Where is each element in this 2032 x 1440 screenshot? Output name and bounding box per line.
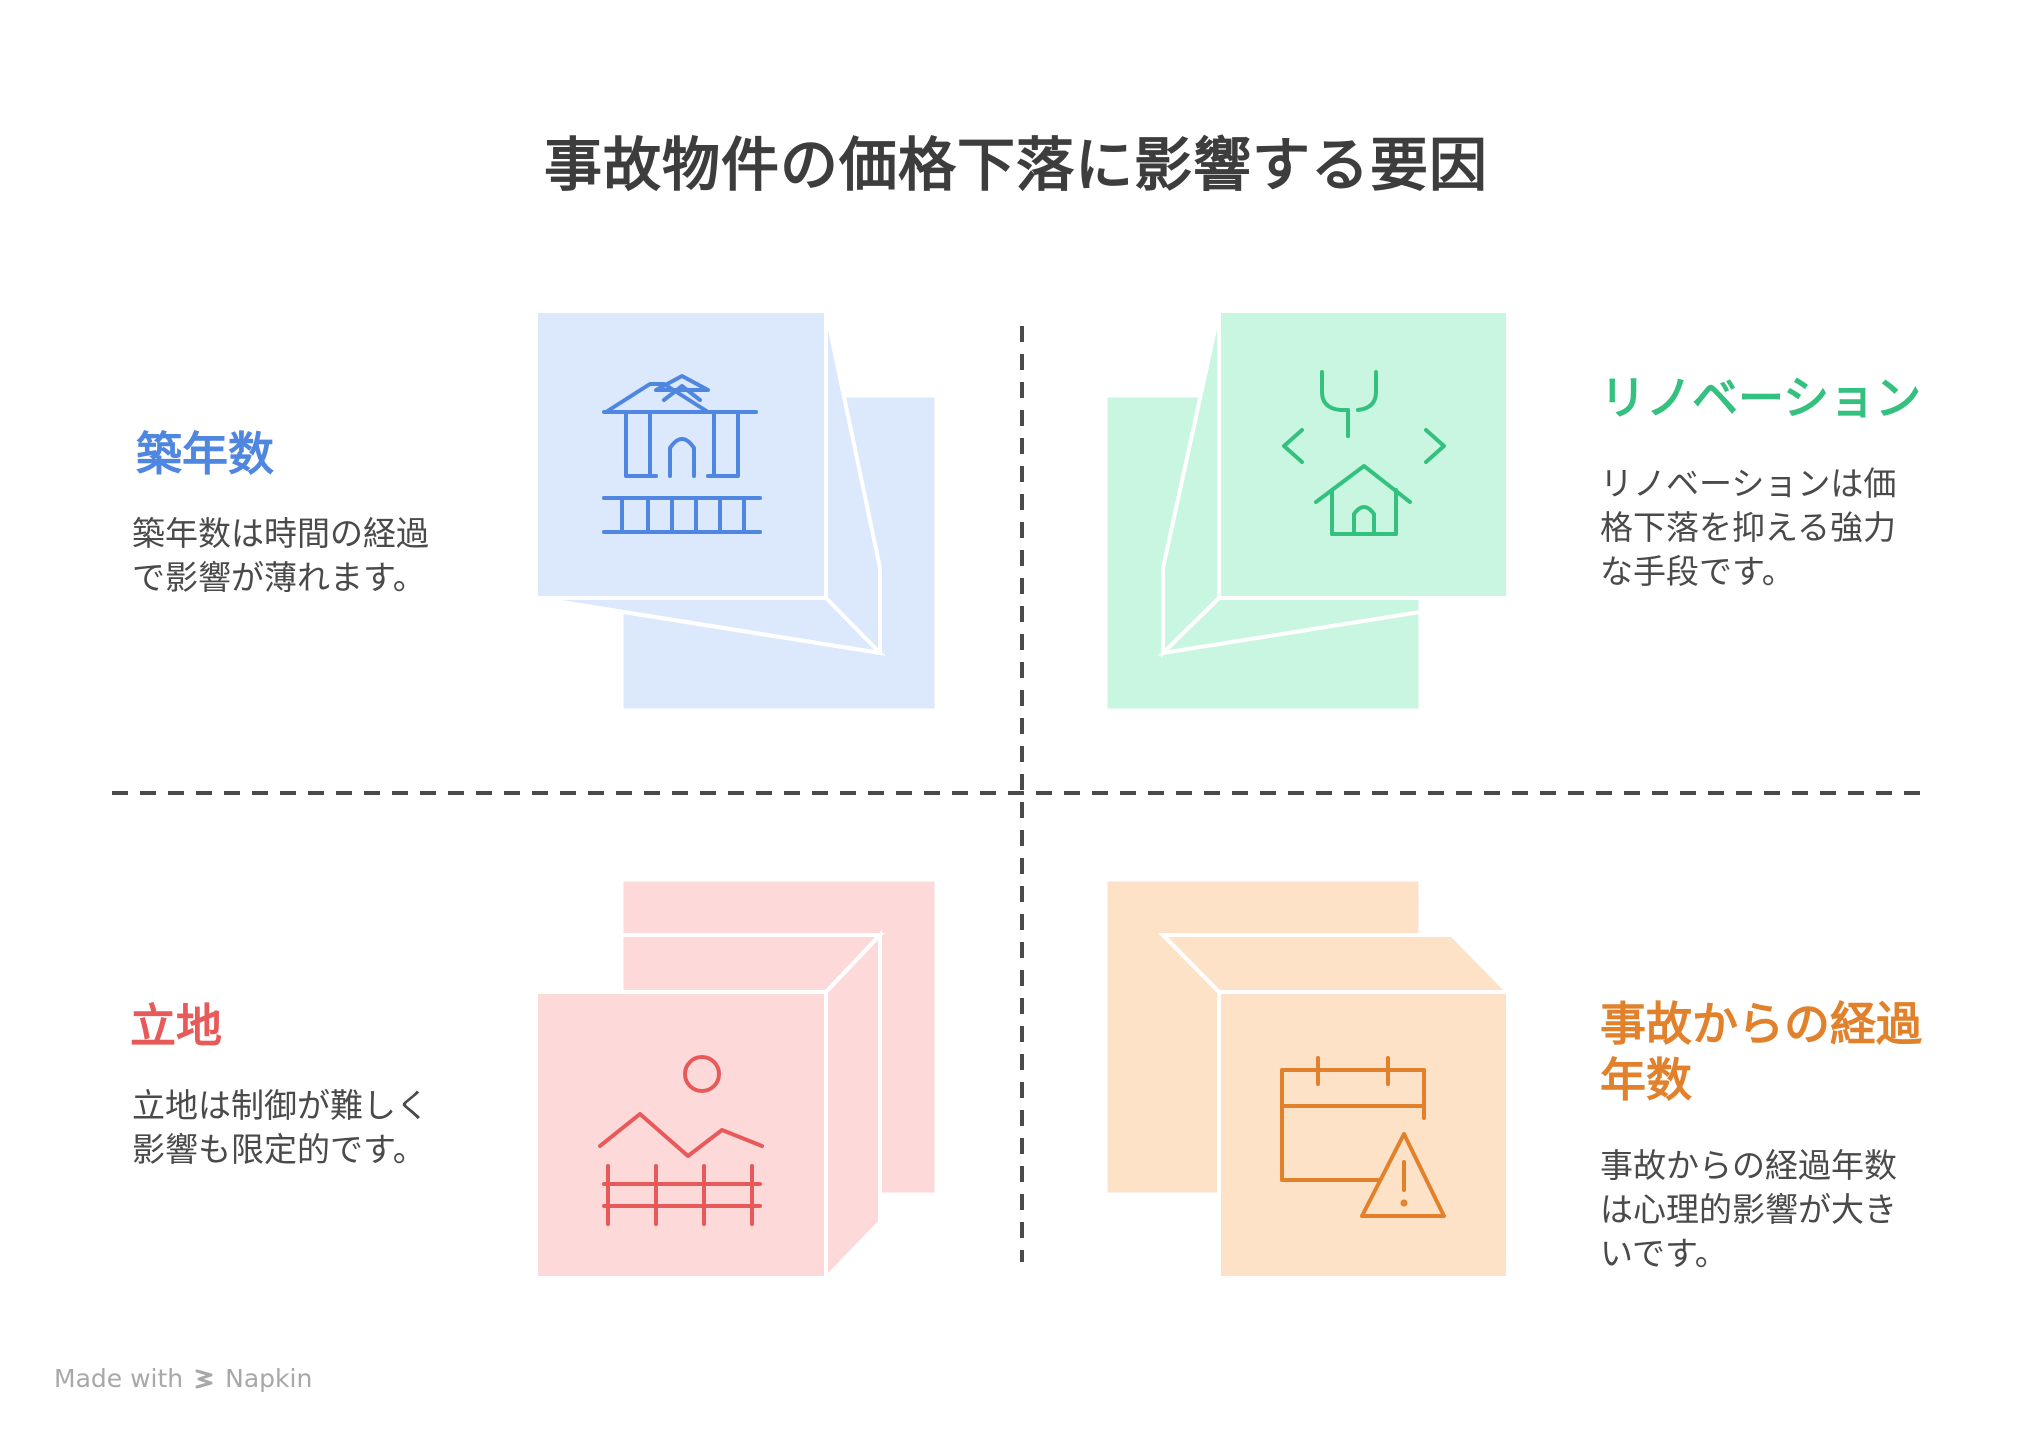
quadrant-2-description: リノベーションは価 格下落を抑える強力 な手段です。 (1600, 464, 1897, 591)
quadrant-1-description: 築年数は時間の経過 で影響が薄れます。 (132, 514, 429, 597)
quadrant-3-heading: 立地 (130, 999, 222, 1053)
quadrant-3-card (531, 878, 938, 1280)
landscape-fence-icon (598, 1055, 764, 1226)
quadrant-3-description: 立地は制御が難しく 影響も限定的です。 (132, 1086, 429, 1169)
quadrant-1-heading: 築年数 (136, 427, 274, 481)
quadrant-4-heading: 事故からの経過 年数 (1600, 997, 1922, 1107)
quadrant-1-card (534, 309, 938, 712)
napkin-logo-icon (195, 1369, 213, 1388)
footer-made-with: Made with (54, 1364, 184, 1393)
quadrant-4-description: 事故からの経過年数 は心理的影響が大き いです。 (1600, 1146, 1897, 1273)
calendar-warning-icon (1280, 1056, 1446, 1218)
quadrant-2-card (1104, 309, 1510, 712)
footer-brand: Napkin (225, 1364, 313, 1393)
quadrant-4-card (1104, 878, 1513, 1280)
footer-attribution: Made with Napkin (54, 1364, 312, 1393)
page-title: 事故物件の価格下落に影響する要因 (543, 131, 1488, 199)
quadrant-2-heading: リノベーション (1600, 371, 1922, 425)
renovation-house-icon (1282, 370, 1446, 536)
house-icon (602, 374, 762, 534)
